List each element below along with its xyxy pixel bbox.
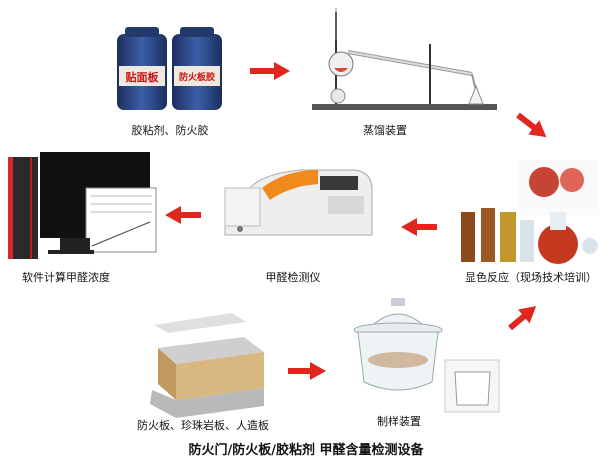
meter-caption: 甲醛检测仪 — [265, 271, 321, 284]
arrow-distill-to-color — [516, 112, 547, 138]
diagram-title: 防火门/防火板/胶粘剂 甲醛含量检测设备 — [188, 443, 424, 458]
glue-caption: 胶粘剂、防火胶 — [131, 124, 209, 137]
glue-label-right: 防火板胶 — [178, 73, 215, 83]
prep-caption: 制样装置 — [377, 415, 421, 428]
distill-caption: 蒸馏装置 — [363, 124, 407, 137]
boards-caption: 防火板、珍珠岩板、人造板 — [137, 419, 269, 432]
glue-label-left: 贴面板 — [125, 71, 159, 84]
software-caption: 软件计算甲醛浓度 — [22, 271, 110, 284]
arrow-prep-to-color — [508, 306, 537, 331]
arrow-glue-to-distill — [250, 62, 290, 80]
arrow-meter-to-software — [165, 206, 201, 224]
color-reaction-caption: 显色反应（现场技术培训） — [465, 271, 597, 284]
arrow-color-to-meter — [401, 218, 437, 236]
arrow-boards-to-prep — [288, 362, 326, 380]
